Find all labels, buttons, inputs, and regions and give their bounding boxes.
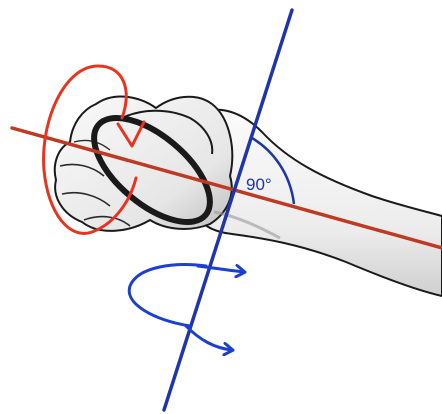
blue-rotation-arrow-top <box>196 266 244 272</box>
forearm <box>187 108 442 297</box>
angle-label: 90° <box>246 175 272 194</box>
red-axis <box>10 126 442 250</box>
blue-rotation-arrow-bottom <box>184 324 232 350</box>
blue-axis <box>162 8 294 412</box>
red-rotation-arrow <box>42 64 138 235</box>
thumb <box>117 109 214 155</box>
arm-with-clenched-fist <box>53 95 442 297</box>
right-angle-arc <box>251 136 296 205</box>
blue-rotation-arrow-upper <box>127 263 208 328</box>
red-arrowhead <box>116 120 146 148</box>
wrist-shadow <box>213 210 281 240</box>
finger-crease <box>59 163 105 177</box>
finger-crease <box>83 215 131 227</box>
finger-crease <box>61 191 111 207</box>
